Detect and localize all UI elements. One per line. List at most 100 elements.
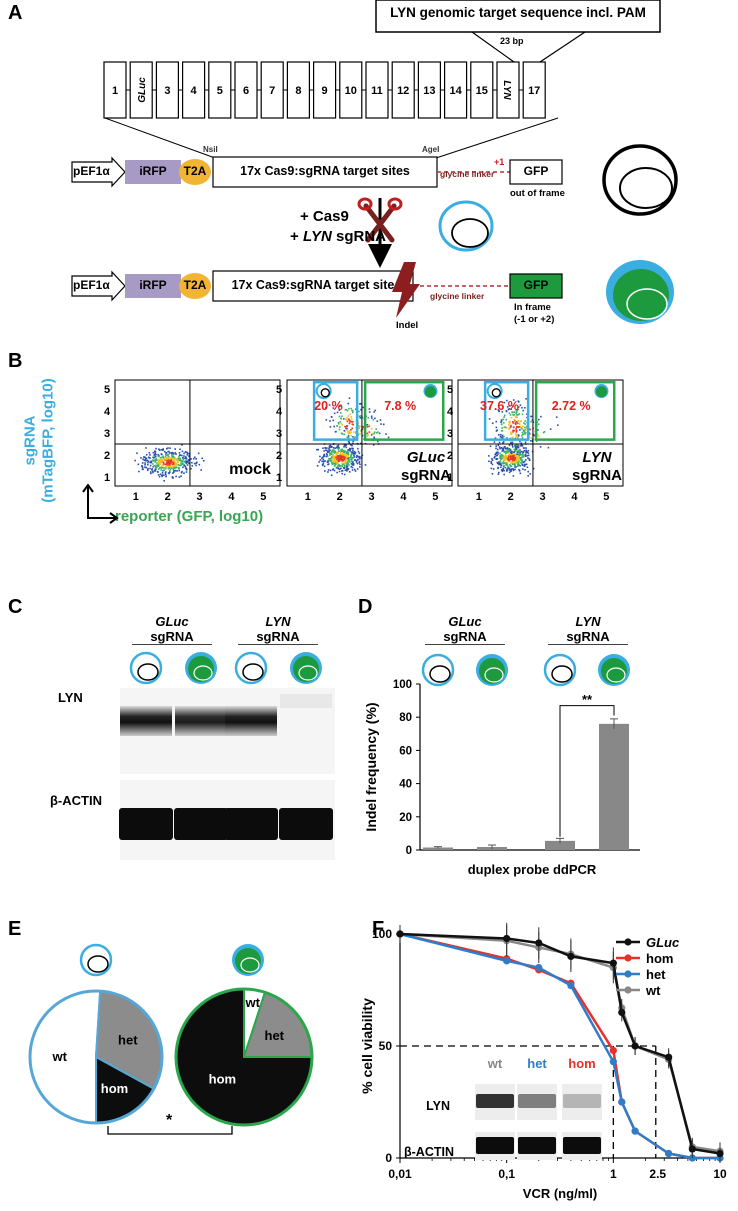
- flow-event-dot: [184, 467, 187, 469]
- flow-event-dot: [176, 459, 179, 462]
- flow-event-dot: [510, 426, 512, 428]
- flow-y-tick: 4: [276, 406, 283, 418]
- flow-event-dot: [186, 464, 189, 466]
- flow-event-dot: [360, 430, 362, 433]
- flow-x-tick: 3: [368, 491, 374, 503]
- flow-event-dot: [183, 472, 185, 474]
- flow-event-dot: [503, 426, 505, 429]
- target-site-label: 12: [397, 85, 409, 97]
- flow-event-dot: [350, 465, 353, 468]
- flow-event-dot: [348, 430, 351, 432]
- flow-event-dot: [322, 456, 324, 459]
- flow-event-dot: [347, 457, 349, 460]
- flow-event-dot: [503, 435, 505, 438]
- flow-event-dot: [509, 420, 511, 423]
- flow-event-dot: [155, 464, 157, 467]
- flow-event-dot: [170, 456, 173, 459]
- flow-event-dot: [525, 451, 527, 454]
- flow-event-dot: [337, 457, 339, 460]
- gate-green: [534, 380, 616, 441]
- flow-event-dot: [516, 455, 518, 458]
- flow-event-dot: [344, 454, 346, 457]
- flow-event-dot: [337, 465, 340, 467]
- flow-event-dot: [343, 453, 346, 455]
- flow-plot-label: LYN: [583, 449, 613, 466]
- flow-event-dot: [344, 450, 346, 452]
- flow-event-dot: [160, 467, 162, 469]
- flow-event-dot: [179, 457, 181, 460]
- flow-event-dot: [352, 442, 354, 445]
- flow-event-dot: [491, 473, 494, 475]
- flow-event-dot: [503, 458, 505, 460]
- flow-event-dot: [335, 459, 338, 462]
- d-y-tick-label: 100: [393, 679, 412, 691]
- flow-event-dot: [538, 435, 540, 438]
- flow-event-dot: [328, 446, 331, 449]
- f-inset-row-actin: β-ACTIN: [404, 1145, 454, 1159]
- flow-event-dot: [186, 454, 189, 456]
- flow-event-dot: [519, 451, 521, 454]
- flow-event-dot: [516, 416, 518, 418]
- flow-event-dot: [525, 447, 527, 449]
- flow-event-dot: [508, 412, 511, 415]
- flow-event-dot: [522, 454, 524, 456]
- flow-event-dot: [185, 471, 188, 473]
- pie-slice-label: het: [265, 1028, 285, 1043]
- flow-event-dot: [490, 460, 493, 463]
- flow-event-dot: [334, 457, 336, 460]
- flow-event-dot: [522, 451, 525, 454]
- flow-event-dot: [348, 407, 350, 410]
- flow-event-dot: [165, 452, 168, 455]
- flow-event-dot: [355, 430, 357, 433]
- flow-event-dot: [339, 451, 342, 454]
- flow-event-dot: [516, 422, 519, 425]
- flow-x-tick: 1: [133, 491, 139, 503]
- flow-event-dot: [508, 408, 511, 410]
- flow-event-dot: [511, 441, 514, 444]
- flow-event-dot: [371, 432, 374, 435]
- flow-event-dot: [333, 455, 336, 458]
- flow-event-dot: [337, 422, 340, 425]
- flow-event-dot: [345, 451, 348, 454]
- flow-event-dot: [345, 418, 347, 421]
- flow-event-dot: [167, 464, 169, 466]
- flow-event-dot: [502, 467, 505, 470]
- flow-event-dot: [174, 452, 177, 454]
- flow-event-dot: [185, 462, 188, 465]
- flow-event-dot: [178, 476, 181, 478]
- flow-event-dot: [147, 460, 150, 463]
- flow-event-dot: [505, 455, 507, 457]
- flow-event-dot: [502, 441, 505, 443]
- flow-event-dot: [140, 465, 143, 467]
- flow-event-dot: [332, 455, 335, 458]
- flow-event-dot: [358, 427, 361, 430]
- flow-event-dot: [516, 451, 519, 454]
- promoter-label-2: pEF1α: [73, 278, 110, 292]
- flow-event-dot: [163, 469, 166, 471]
- flow-event-dot: [166, 460, 169, 462]
- flow-event-dot: [161, 460, 164, 462]
- flow-x-tick: 5: [603, 491, 609, 503]
- cassette-box-cut: [212, 270, 414, 302]
- flow-event-dot: [177, 467, 180, 470]
- flow-x-tick: 1: [305, 491, 311, 503]
- flow-event-dot: [343, 473, 346, 476]
- flow-event-dot: [515, 411, 518, 414]
- flow-event-dot: [152, 463, 154, 465]
- flow-event-dot: [144, 456, 146, 458]
- flow-event-dot: [177, 461, 179, 464]
- flow-event-dot: [347, 459, 350, 461]
- flow-event-dot: [175, 453, 177, 456]
- flow-event-dot: [333, 412, 336, 415]
- f-inset-band-lyn: [518, 1094, 556, 1108]
- flow-event-dot: [510, 441, 512, 444]
- flow-event-dot: [498, 446, 501, 448]
- flow-event-dot: [348, 457, 351, 459]
- flow-event-dot: [157, 462, 159, 465]
- flow-event-dot: [153, 464, 155, 467]
- flow-event-dot: [519, 458, 522, 460]
- flow-event-dot: [159, 456, 162, 459]
- flow-event-dot: [341, 458, 344, 461]
- flow-event-dot: [511, 450, 514, 453]
- flow-event-dot: [171, 461, 174, 463]
